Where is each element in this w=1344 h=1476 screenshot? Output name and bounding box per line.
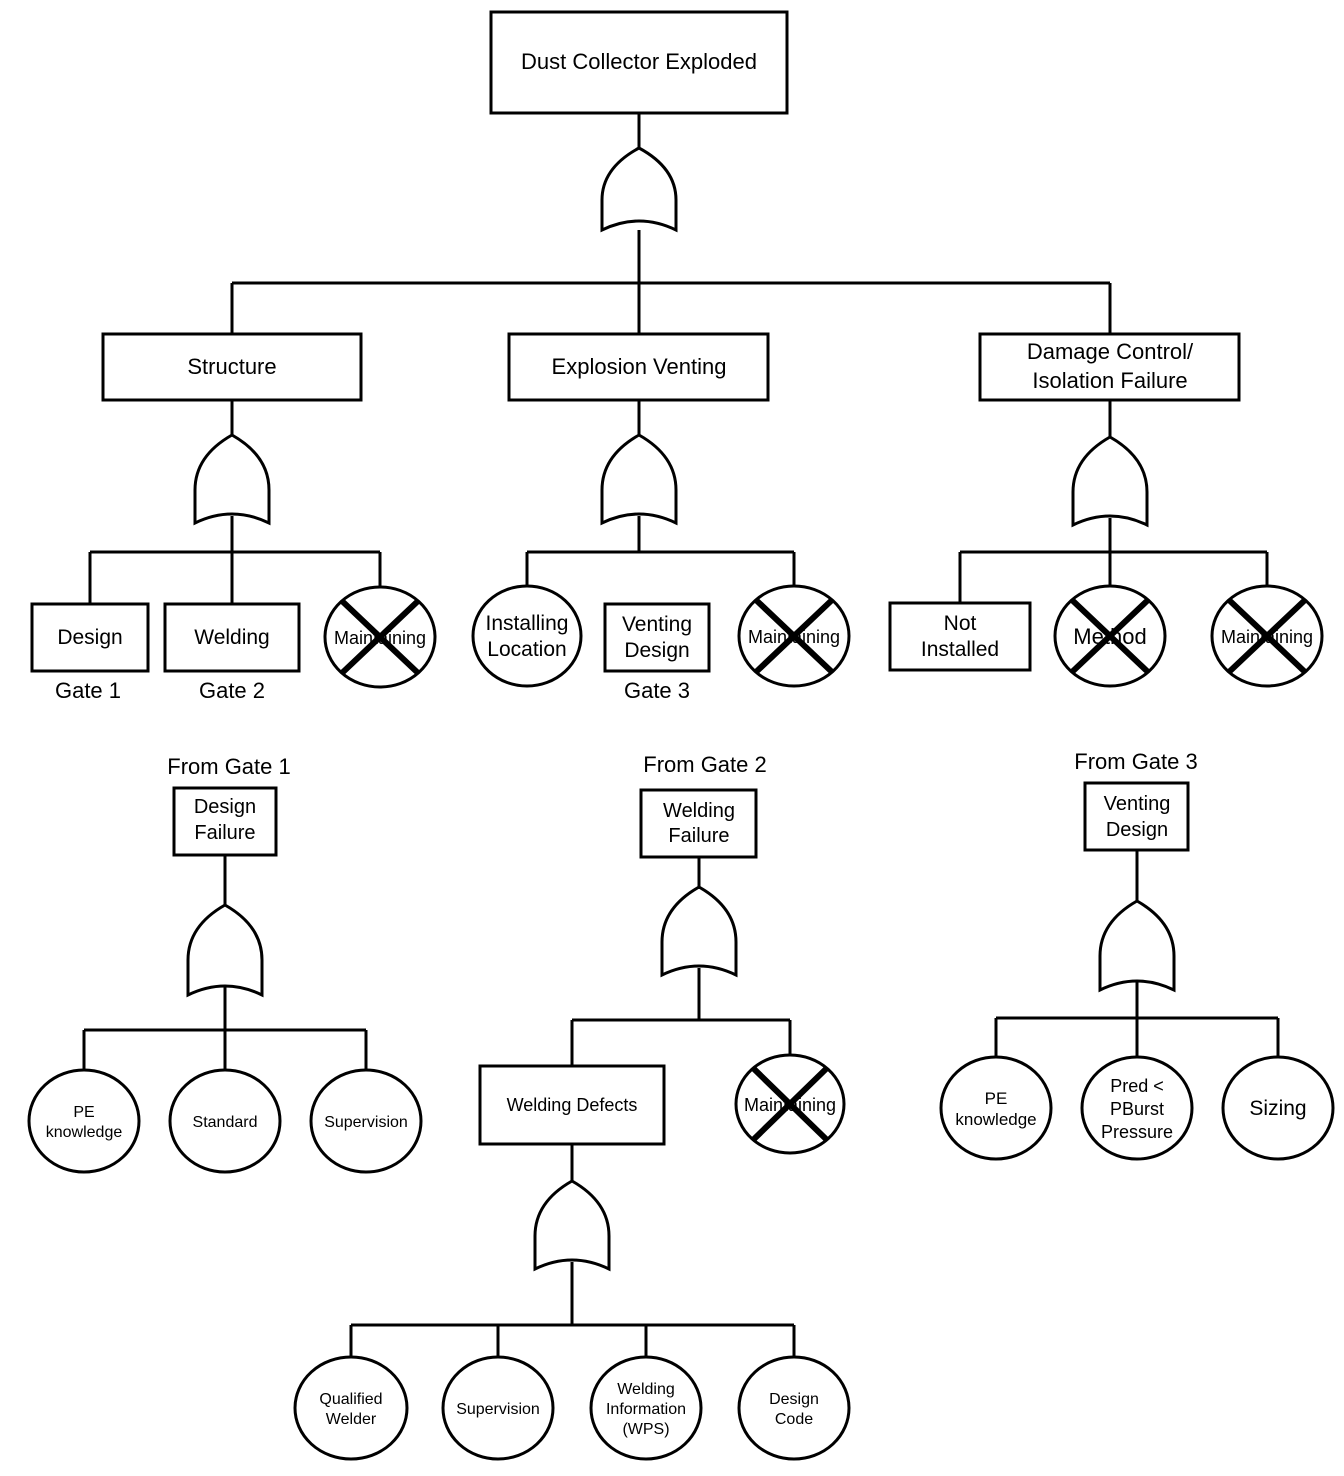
sizing-event: Sizing bbox=[1221, 1055, 1335, 1161]
welding-failure-event: Welding Failure bbox=[639, 788, 758, 859]
welding-defects-event: Welding Defects bbox=[478, 1064, 666, 1146]
qualified-welder-event: Qualified Welder bbox=[293, 1355, 409, 1461]
design-code-line1: Design bbox=[769, 1391, 819, 1408]
gate-3-heading: From Gate 3 bbox=[1074, 749, 1197, 774]
venting-design-event: Venting Design bbox=[603, 602, 711, 673]
qualified-welder-line1: Qualified bbox=[319, 1391, 382, 1408]
venting-design-line1: Venting bbox=[622, 613, 692, 636]
installing-location-line2: Location bbox=[487, 638, 566, 661]
explosion-venting-event: Explosion Venting bbox=[507, 332, 770, 402]
pred-pburst-line2: PBurst bbox=[1110, 1099, 1164, 1119]
top-event-label: Dust Collector Exploded bbox=[521, 49, 757, 74]
connector-lines bbox=[82, 113, 1280, 1357]
damage-control-label-line1: Damage Control/ bbox=[1027, 339, 1194, 364]
structure-label: Structure bbox=[187, 354, 276, 379]
or-gate-welding-defects bbox=[533, 1179, 611, 1272]
pred-pburst-line1: Pred < bbox=[1110, 1076, 1164, 1096]
gate3-venting-design-event: Venting Design bbox=[1083, 781, 1190, 852]
maintaining-venting-event: Maintaining bbox=[737, 584, 851, 688]
gate1-supervision-event: Supervision bbox=[309, 1068, 423, 1174]
gate2-supervision-label: Supervision bbox=[456, 1401, 540, 1418]
or-gate-gate1 bbox=[186, 903, 264, 998]
welding-label: Welding bbox=[194, 626, 270, 649]
gate2-supervision-event: Supervision bbox=[441, 1355, 555, 1461]
maintaining-structure-event: Maintaining bbox=[323, 585, 437, 689]
gate3-pe-knowledge-event: PE knowledge bbox=[939, 1055, 1053, 1161]
explosion-venting-label: Explosion Venting bbox=[552, 354, 727, 379]
or-gate-venting bbox=[600, 433, 678, 526]
design-failure-line2: Failure bbox=[194, 822, 255, 844]
welding-information-line3: (WPS) bbox=[622, 1421, 669, 1438]
gate3-venting-design-line2: Design bbox=[1106, 819, 1168, 841]
gate1-standard-label: Standard bbox=[193, 1114, 258, 1131]
or-gate-structure bbox=[193, 433, 271, 526]
method-event: Method bbox=[1053, 584, 1167, 688]
structure-event: Structure bbox=[101, 332, 363, 402]
design-failure-line1: Design bbox=[194, 796, 256, 818]
not-installed-event: Not Installed bbox=[888, 601, 1032, 672]
gate-2-heading: From Gate 2 bbox=[643, 752, 766, 777]
gate-2-label: Gate 2 bbox=[199, 678, 265, 703]
not-installed-line2: Installed bbox=[921, 638, 999, 661]
welding-information-line1: Welding bbox=[617, 1381, 675, 1398]
maintaining-gate2-event: Maintaining bbox=[734, 1053, 846, 1155]
not-installed-line1: Not bbox=[944, 612, 977, 635]
pred-pburst-line3: Pressure bbox=[1101, 1122, 1173, 1142]
design-event: Design bbox=[30, 602, 150, 673]
top-event: Dust Collector Exploded bbox=[489, 10, 789, 115]
gate-1-label: Gate 1 bbox=[55, 678, 121, 703]
welding-event: Welding bbox=[163, 602, 301, 673]
design-code-event: Design Code bbox=[737, 1355, 851, 1461]
installing-location-event: Installing Location bbox=[471, 584, 583, 688]
qualified-welder-line2: Welder bbox=[326, 1411, 377, 1428]
maintaining-damage-event: Maintaining bbox=[1210, 584, 1324, 688]
gate3-venting-design-line1: Venting bbox=[1104, 793, 1171, 815]
welding-information-line2: Information bbox=[606, 1401, 686, 1418]
gate1-pe-knowledge-event: PE knowledge bbox=[27, 1068, 141, 1174]
or-gate-gate2 bbox=[660, 885, 738, 978]
or-gate-damage bbox=[1071, 435, 1149, 528]
gate3-pe-knowledge-line1: PE bbox=[985, 1089, 1008, 1108]
or-gates bbox=[186, 146, 1176, 1272]
pred-pburst-event: Pred < PBurst Pressure bbox=[1080, 1055, 1194, 1161]
or-gate-gate3 bbox=[1098, 899, 1176, 993]
design-code-line2: Code bbox=[775, 1411, 813, 1428]
damage-control-event: Damage Control/ Isolation Failure bbox=[978, 332, 1241, 402]
damage-control-label-line2: Isolation Failure bbox=[1032, 368, 1187, 393]
design-failure-event: Design Failure bbox=[172, 786, 278, 857]
gate1-supervision-label: Supervision bbox=[324, 1114, 408, 1131]
venting-design-line2: Design bbox=[624, 639, 689, 662]
design-label: Design bbox=[57, 626, 122, 649]
welding-defects-label: Welding Defects bbox=[507, 1095, 638, 1115]
installing-location-line1: Installing bbox=[486, 612, 569, 635]
gate1-standard-event: Standard bbox=[168, 1068, 282, 1174]
welding-information-event: Welding Information (WPS) bbox=[589, 1355, 703, 1461]
gate-1-heading: From Gate 1 bbox=[167, 754, 290, 779]
gate3-pe-knowledge-line2: knowledge bbox=[955, 1110, 1036, 1129]
gate1-pe-knowledge-line1: PE bbox=[73, 1104, 94, 1121]
welding-failure-line2: Failure bbox=[668, 825, 729, 847]
gate-3-label: Gate 3 bbox=[624, 678, 690, 703]
welding-failure-line1: Welding bbox=[663, 800, 735, 822]
gate1-pe-knowledge-line2: knowledge bbox=[46, 1124, 123, 1141]
sizing-label: Sizing bbox=[1249, 1097, 1306, 1120]
or-gate-top bbox=[600, 146, 678, 233]
